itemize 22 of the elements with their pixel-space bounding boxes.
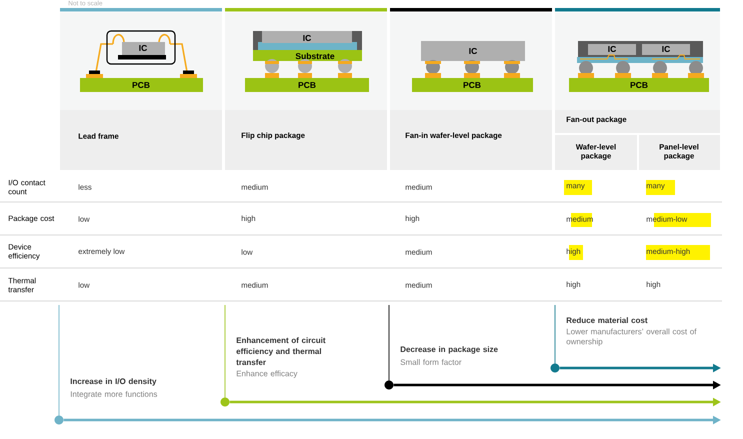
milestone-heading: Reduce material cost — [566, 317, 648, 324]
timeline-dot — [220, 398, 230, 406]
part-label: PCB — [298, 82, 316, 88]
milestone-heading: Enhancement of circuit efficiency and thermal transfer — [236, 337, 326, 366]
milestone-heading: Decrease in package size — [400, 346, 498, 354]
part-label: IC — [469, 48, 478, 54]
milestone-text: Lower manufacturers’ overall cost of ownership — [566, 328, 696, 346]
part-label: PCB — [630, 82, 648, 88]
milestone-text: Integrate more functions — [70, 391, 158, 399]
timeline-dot — [384, 380, 394, 390]
part-label: IC — [303, 35, 312, 41]
milestone-text: Enhance efficacy — [236, 370, 298, 378]
part-label: PCB — [464, 82, 481, 88]
milestone-heading: Increase in I/O density — [70, 378, 156, 386]
part-label: Substrate — [296, 52, 334, 60]
timeline-dot — [54, 416, 64, 424]
milestone-text: Small form factor — [400, 359, 462, 365]
part-label: IC — [662, 46, 670, 52]
timeline-dot — [550, 364, 560, 372]
part-label: IC — [608, 46, 616, 52]
part-label: PCB — [132, 82, 150, 88]
part-label: IC — [139, 45, 148, 51]
